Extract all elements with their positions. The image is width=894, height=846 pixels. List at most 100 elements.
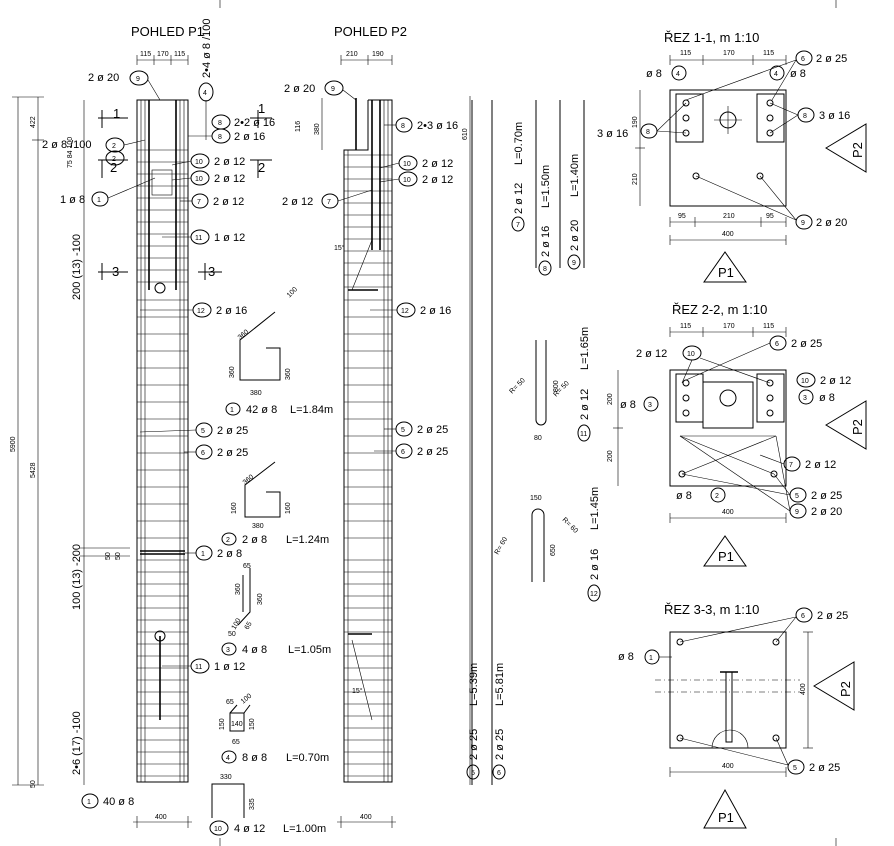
svg-text:5428: 5428	[30, 462, 37, 478]
svg-text:140: 140	[231, 721, 243, 728]
vertical-bar-list: 7 2 ø 12 L=0.70m 8 2 ø 16 L=1.50m 9 2 ø …	[466, 100, 585, 785]
svg-text:15°: 15°	[334, 244, 345, 252]
svg-text:10: 10	[403, 161, 411, 168]
svg-text:2 ø 25: 2 ø 25	[417, 424, 448, 436]
svg-text:2: 2	[226, 537, 230, 544]
svg-text:160: 160	[285, 502, 292, 514]
svg-text:P1: P1	[718, 810, 734, 825]
svg-text:115: 115	[680, 50, 691, 57]
svg-text:12: 12	[401, 308, 409, 315]
svg-text:50: 50	[228, 631, 236, 638]
svg-text:L=1.84m: L=1.84m	[290, 404, 333, 416]
svg-text:2 ø 12: 2 ø 12	[579, 389, 591, 420]
svg-text:L=0.70m: L=0.70m	[286, 752, 329, 764]
svg-text:5: 5	[471, 770, 475, 777]
svg-text:8: 8	[646, 129, 650, 136]
svg-text:2•4 ø 8 /100: 2•4 ø 8 /100	[201, 18, 213, 78]
svg-text:9: 9	[136, 76, 140, 83]
p1-stirrups	[137, 149, 188, 777]
svg-text:2 ø 8: 2 ø 8	[242, 534, 267, 546]
svg-text:2 ø 25: 2 ø 25	[791, 338, 822, 350]
svg-text:80: 80	[534, 435, 542, 442]
p1-bottom-dim: 400	[133, 814, 192, 828]
svg-text:2 ø 12: 2 ø 12	[213, 196, 244, 208]
svg-text:65: 65	[232, 739, 240, 746]
svg-text:2: 2	[258, 160, 265, 175]
svg-text:42 ø 8: 42 ø 8	[246, 404, 277, 416]
svg-text:R= 60: R= 60	[561, 516, 579, 534]
svg-text:L=1.50m: L=1.50m	[540, 165, 552, 208]
svg-text:L=1.45m: L=1.45m	[589, 487, 601, 530]
svg-text:2 ø 20: 2 ø 20	[284, 83, 315, 95]
svg-text:1: 1	[649, 655, 653, 662]
svg-text:200: 200	[607, 450, 614, 462]
svg-text:ø 8: ø 8	[819, 392, 835, 404]
svg-text:65: 65	[226, 699, 234, 706]
section-3-title: ŘEZ 3-3, m 1:10	[664, 602, 759, 617]
svg-text:10: 10	[687, 351, 695, 358]
svg-text:P2: P2	[850, 419, 865, 435]
svg-text:ø 8: ø 8	[618, 651, 634, 663]
svg-text:12: 12	[197, 308, 205, 315]
svg-text:4: 4	[774, 71, 778, 78]
svg-text:2 ø 12: 2 ø 12	[636, 348, 667, 360]
hairpin-bar-12: 150 R= 60 R= 60 650 12 2 ø 16 L=1.45m	[494, 487, 601, 602]
svg-text:100: 100	[240, 693, 254, 706]
svg-text:2 ø 25: 2 ø 25	[217, 425, 248, 437]
svg-text:115: 115	[763, 50, 774, 57]
svg-text:610: 610	[462, 128, 469, 140]
svg-text:170: 170	[157, 51, 169, 58]
svg-text:P1: P1	[718, 265, 734, 280]
svg-text:R= 60: R= 60	[494, 536, 510, 556]
svg-text:3 ø 16: 3 ø 16	[597, 128, 628, 140]
p1-section-markers: 1 1 2 2 3 3	[98, 101, 272, 280]
svg-text:150: 150	[530, 495, 542, 502]
svg-text:2 ø 20: 2 ø 20	[811, 506, 842, 518]
svg-text:100: 100	[231, 617, 243, 631]
section-2-2: 115 170 115 200 200 400 2 ø 12 10 6 2 ø …	[607, 323, 867, 567]
svg-text:3: 3	[803, 395, 807, 402]
p1-title: POHLED P1	[131, 24, 204, 39]
svg-text:ø 8: ø 8	[620, 399, 636, 411]
svg-text:L=1.00m: L=1.00m	[283, 823, 326, 835]
svg-text:7: 7	[197, 199, 201, 206]
svg-text:11: 11	[580, 431, 587, 438]
svg-text:65: 65	[244, 621, 254, 631]
svg-text:5: 5	[793, 765, 797, 772]
p2-stirrups	[344, 154, 392, 777]
svg-text:400: 400	[722, 763, 734, 770]
svg-text:210: 210	[723, 213, 735, 220]
svg-text:50: 50	[30, 780, 37, 788]
p2-top-dims: 210 190	[340, 51, 393, 65]
svg-text:115: 115	[763, 323, 774, 330]
svg-text:L=5.81m: L=5.81m	[494, 663, 506, 706]
svg-text:200: 200	[607, 393, 614, 405]
svg-text:6: 6	[497, 770, 501, 777]
svg-text:5: 5	[401, 427, 405, 434]
svg-text:75 84 100: 75 84 100	[67, 137, 74, 168]
svg-text:2: 2	[110, 160, 117, 175]
svg-text:190: 190	[372, 51, 384, 58]
bar-10-shape: 330 335 10 4 ø 12 L=1.00m	[209, 774, 326, 836]
svg-text:95: 95	[766, 213, 774, 220]
svg-text:1 ø 12: 1 ø 12	[214, 661, 245, 673]
svg-text:2•3 ø 16: 2•3 ø 16	[417, 120, 458, 132]
svg-text:160: 160	[231, 502, 238, 514]
svg-text:3: 3	[226, 647, 230, 654]
svg-text:8 ø 8: 8 ø 8	[242, 752, 267, 764]
svg-text:1: 1	[230, 407, 234, 414]
svg-text:400: 400	[722, 509, 734, 516]
svg-text:2 ø 25: 2 ø 25	[417, 446, 448, 458]
svg-text:2 ø 25: 2 ø 25	[816, 53, 847, 65]
svg-text:380: 380	[314, 123, 321, 135]
svg-text:335: 335	[249, 798, 256, 810]
svg-text:8: 8	[803, 113, 807, 120]
bar-2-shape: 360 160 160 380 2 2 ø 8 L=1.24m	[221, 461, 329, 546]
svg-text:100 (13) -200: 100 (13) -200	[71, 544, 83, 610]
svg-text:2 ø 12: 2 ø 12	[422, 158, 453, 170]
svg-text:8: 8	[218, 120, 222, 127]
svg-text:9: 9	[572, 260, 576, 267]
svg-text:1: 1	[113, 106, 120, 121]
p2-column	[343, 98, 393, 783]
svg-text:10: 10	[195, 176, 203, 183]
